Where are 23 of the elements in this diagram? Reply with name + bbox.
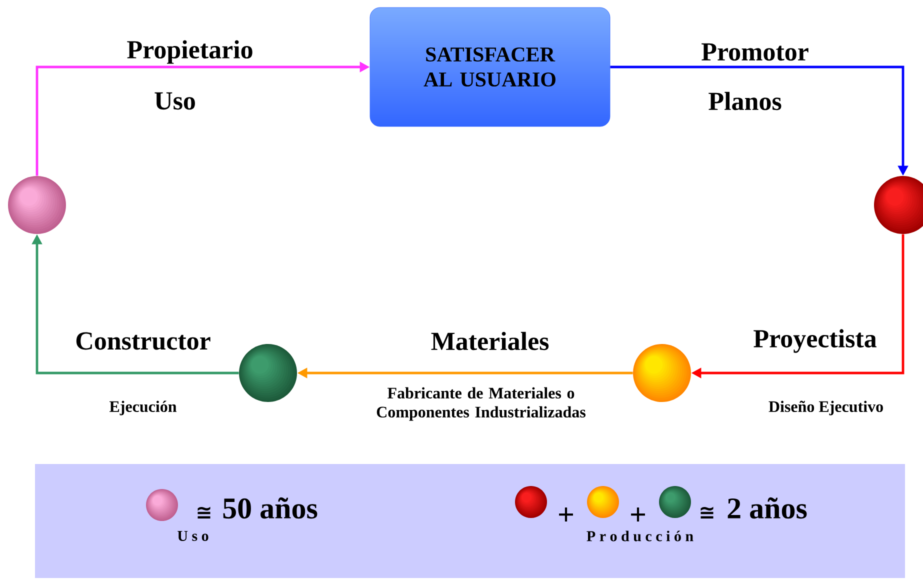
- label: Diseño Ejecutivo: [768, 400, 883, 416]
- sphere: [633, 344, 691, 402]
- edge-label: Materiales: [431, 332, 549, 350]
- sphere: [874, 176, 923, 234]
- label: 50 años: [223, 497, 318, 519]
- label: Fabricante de Materiales o Componentes Industrializadas: [376, 387, 586, 421]
- rounded-box: SATISFACER AL USUARIO: [370, 7, 610, 127]
- sphere: [8, 176, 66, 234]
- label: P r o d u c c i ó n: [586, 530, 694, 542]
- edge-label: Constructor: [76, 332, 210, 350]
- plus-sign: +: [631, 508, 645, 522]
- edge-label: Promotor: [702, 43, 808, 61]
- approx-sign: ≅: [198, 506, 210, 519]
- edge-label: Proyectista: [754, 329, 876, 353]
- label: 2 años: [728, 497, 807, 519]
- edge-label: Propietario: [127, 40, 252, 64]
- approx-sign: ≅: [700, 506, 714, 519]
- label: Uso: [154, 92, 195, 110]
- label: U s o: [178, 531, 208, 541]
- label: Ejecución: [110, 400, 177, 416]
- label: Planos: [708, 92, 782, 110]
- plus-sign: +: [559, 508, 573, 522]
- sphere: [239, 344, 297, 402]
